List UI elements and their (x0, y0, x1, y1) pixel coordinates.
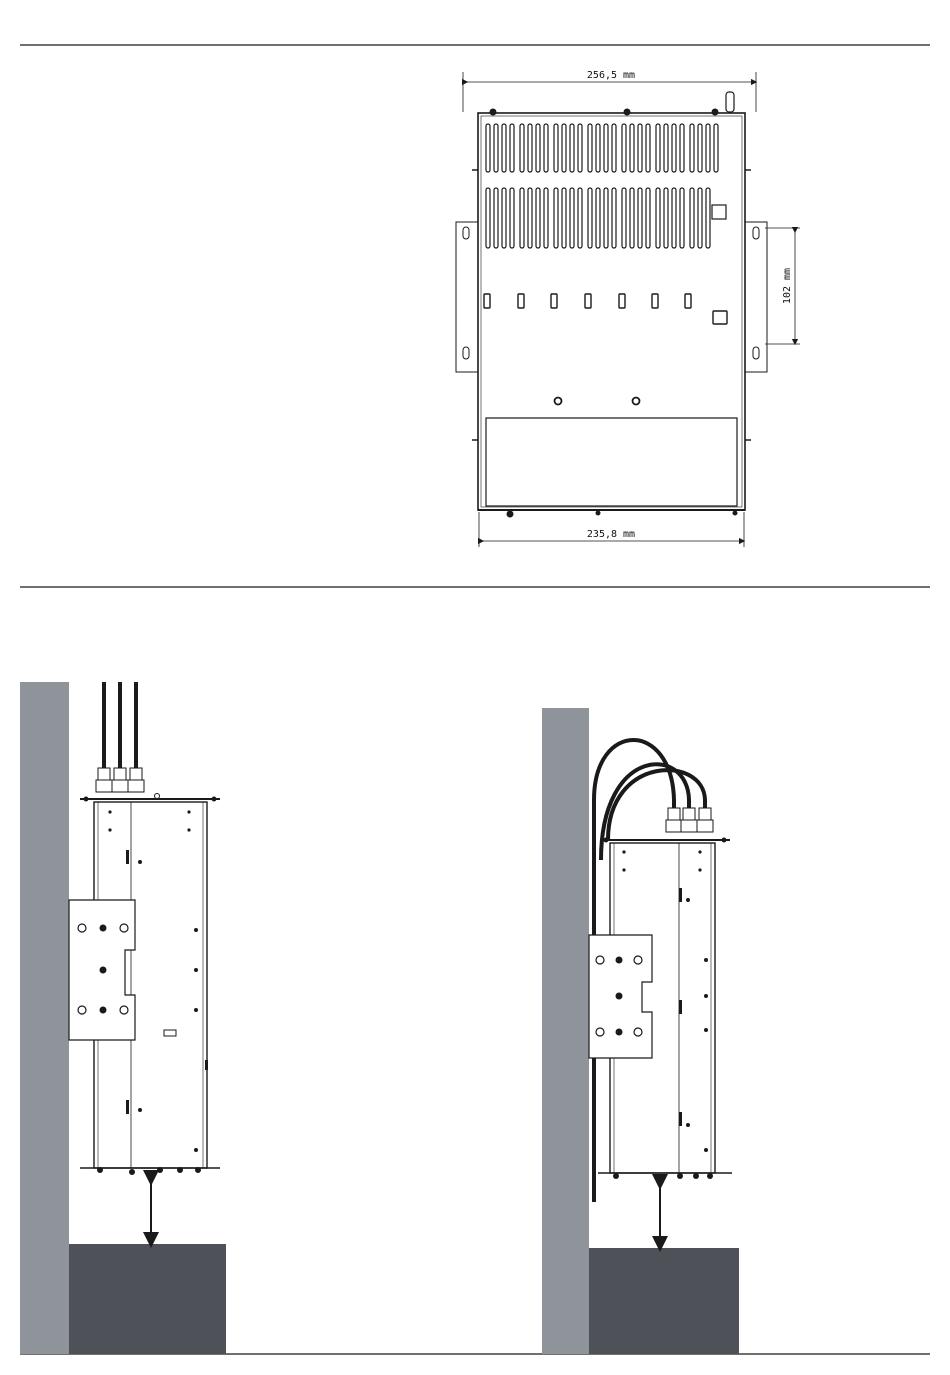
dim-bottom-width: 235,8 mm (587, 529, 635, 540)
side-view-straight-cables (20, 682, 226, 1354)
device-top-view (456, 72, 800, 547)
dim-bracket-spacing: 102 mm (782, 268, 793, 304)
floor-block-left (69, 1244, 226, 1354)
dim-top-width: 256,5 mm (587, 70, 635, 81)
floor-block-right (589, 1248, 739, 1354)
wall-right (542, 708, 589, 1354)
side-view-bent-cables (542, 708, 739, 1354)
wall-left (20, 682, 69, 1354)
